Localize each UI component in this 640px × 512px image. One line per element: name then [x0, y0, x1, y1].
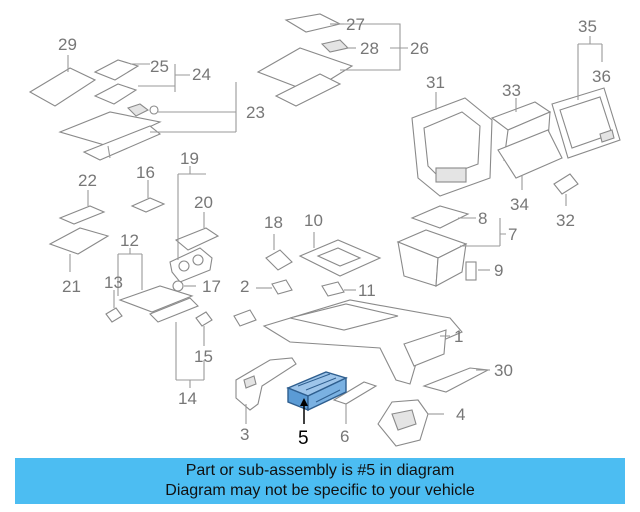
info-banner: Part or sub-assembly is #5 in diagram Di… — [15, 458, 625, 504]
part-32-clip — [553, 173, 579, 206]
part-29-mat — [28, 55, 97, 107]
part-3-bracket — [235, 357, 297, 424]
label-26: 26 — [410, 39, 429, 58]
label-17: 17 — [202, 277, 221, 296]
label-29: 29 — [58, 35, 77, 54]
part-30-trim — [422, 367, 490, 393]
label-36: 36 — [592, 67, 611, 86]
part-23-tray — [58, 111, 162, 161]
label-28: 28 — [360, 39, 379, 58]
part-34-pocket — [497, 129, 563, 190]
part-8-liner — [410, 205, 476, 229]
part-31-bezel — [411, 92, 493, 197]
leader-19 — [177, 166, 206, 260]
part-25-insert — [93, 59, 159, 117]
label-13: 13 — [104, 273, 123, 292]
leader-7 — [460, 218, 506, 247]
label-12: 12 — [120, 231, 139, 250]
part-16-pad — [130, 180, 166, 213]
label-16: 16 — [136, 163, 155, 182]
label-25: 25 — [150, 57, 169, 76]
label-4: 4 — [456, 405, 465, 424]
part-10-trim — [298, 232, 382, 277]
label-22: 22 — [78, 171, 97, 190]
leader-35 — [577, 36, 603, 100]
label-5-highlighted: 5 — [298, 428, 309, 449]
part-15-bracket — [195, 311, 213, 346]
part-9-plug — [465, 261, 490, 281]
leader-24 — [138, 64, 190, 92]
banner-line-1: Part or sub-assembly is #5 in diagram — [185, 462, 455, 479]
label-19: 19 — [180, 149, 199, 168]
leader-26 — [330, 23, 408, 71]
part-5-highlighted — [286, 371, 348, 424]
leader-23 — [150, 82, 237, 133]
part-2-switch — [233, 279, 293, 327]
label-35: 35 — [578, 17, 597, 36]
label-24: 24 — [192, 65, 211, 84]
label-31: 31 — [426, 73, 445, 92]
part-17-button — [172, 280, 196, 292]
part-35-display — [551, 87, 621, 159]
part-11-switch — [321, 281, 356, 297]
label-23: 23 — [246, 103, 265, 122]
label-2: 2 — [240, 277, 249, 296]
label-15: 15 — [194, 347, 213, 366]
leader-14 — [175, 322, 205, 388]
parts-diagram: 29 25 24 23 27 28 26 35 36 31 33 34 32 2… — [28, 13, 621, 449]
part-6-strip — [332, 381, 378, 424]
label-10: 10 — [304, 211, 323, 230]
label-6: 6 — [340, 427, 349, 446]
part-4-bracket — [377, 399, 444, 447]
label-1: 1 — [454, 327, 463, 346]
label-21: 21 — [62, 277, 81, 296]
part-19-cupholder-assy — [169, 247, 213, 283]
part-13-clip — [105, 290, 123, 323]
label-7: 7 — [508, 225, 517, 244]
part-22-pad — [58, 190, 106, 225]
part-26-console-lid — [256, 13, 354, 107]
label-14: 14 — [178, 389, 197, 408]
label-18: 18 — [264, 213, 283, 232]
banner-line-2: Diagram may not be specific to your vehi… — [165, 482, 475, 499]
part-20-cupholder — [174, 212, 220, 251]
label-11: 11 — [358, 281, 376, 300]
part-12-base — [118, 285, 199, 323]
part-1-console — [262, 299, 463, 385]
label-20: 20 — [194, 193, 213, 212]
label-27: 27 — [346, 15, 365, 34]
label-30: 30 — [494, 361, 513, 380]
label-32: 32 — [556, 211, 575, 230]
label-9: 9 — [494, 261, 503, 280]
label-8: 8 — [478, 209, 487, 228]
leader-12 — [117, 248, 143, 296]
label-34: 34 — [510, 195, 529, 214]
part-21-mat — [48, 227, 110, 272]
label-33: 33 — [502, 81, 521, 100]
part-7-bin — [396, 229, 468, 287]
part-18-knob — [265, 234, 293, 271]
label-3: 3 — [240, 425, 249, 444]
